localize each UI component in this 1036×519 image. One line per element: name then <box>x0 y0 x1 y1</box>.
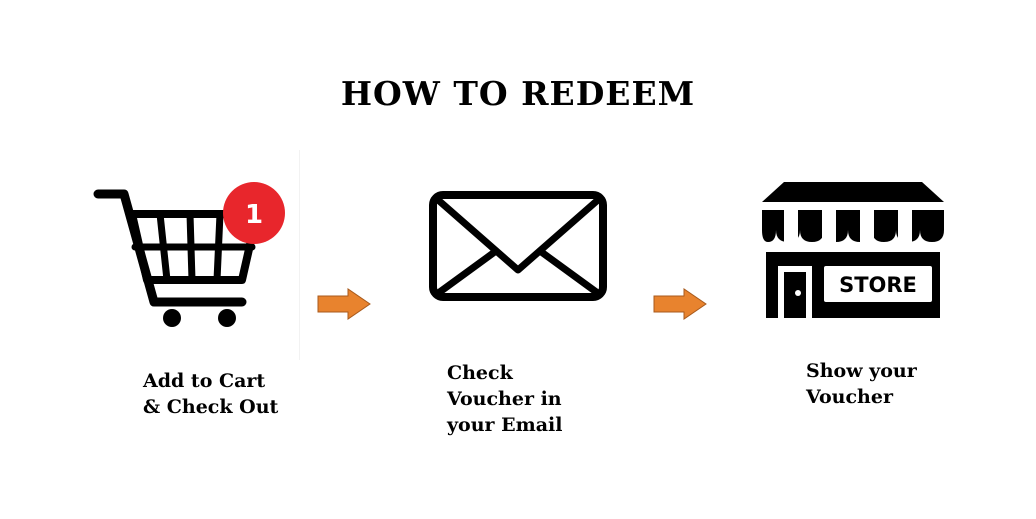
step-1-label: Add to Cart & Check Out <box>143 370 279 418</box>
store-icon: STORE <box>762 182 944 318</box>
envelope-icon <box>429 191 607 301</box>
divider <box>299 150 300 360</box>
shopping-cart-icon: 1 <box>93 182 285 327</box>
page-title: HOW TO REDEEM <box>340 74 696 113</box>
notification-badge <box>223 182 285 244</box>
arrow-right-icon <box>317 288 371 320</box>
badge-count: 1 <box>245 200 263 230</box>
arrow-right-icon <box>653 288 707 320</box>
store-sign-text: STORE <box>839 273 917 297</box>
step-2-label: Check Voucher in your Email <box>447 362 563 436</box>
step-3-label: Show your Voucher <box>806 360 917 408</box>
store-sign <box>824 266 932 302</box>
